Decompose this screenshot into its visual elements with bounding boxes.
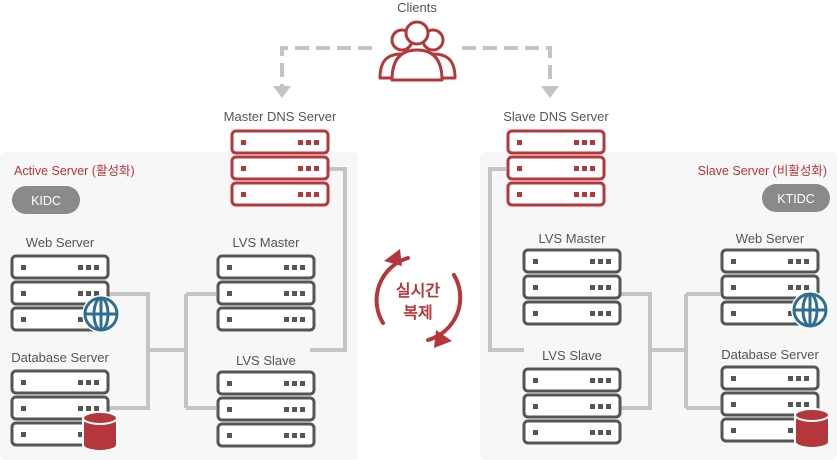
master-dns-server-icon xyxy=(230,129,330,207)
standby-db-server-label: Database Server xyxy=(721,347,819,362)
arrow-to-slave-dns xyxy=(541,86,559,98)
standby-idc-badge xyxy=(762,184,830,212)
active-server-title: Active Server (활성화) xyxy=(14,164,135,178)
clients-icon xyxy=(378,20,457,82)
database-icon xyxy=(82,411,118,452)
slave-dns-label: Slave DNS Server xyxy=(503,109,609,124)
clients-label: Clients xyxy=(397,0,437,15)
standby-lvs-master-icon xyxy=(522,248,622,326)
sync-text-line1: 실시간 xyxy=(396,281,440,300)
active-idc-badge xyxy=(12,186,80,214)
active-web-server-label: Web Server xyxy=(26,235,95,250)
globe-icon xyxy=(789,289,831,331)
active-lvs-slave-icon xyxy=(216,370,316,448)
arrow-to-master-dns xyxy=(273,86,291,98)
standby-server-title: Slave Server (비활성화) xyxy=(698,164,827,178)
connectors xyxy=(108,167,720,410)
globe-icon xyxy=(80,293,122,335)
slave-dns-server-icon xyxy=(506,129,606,207)
standby-web-server-label: Web Server xyxy=(736,231,805,246)
active-lvs-slave-label: LVS Slave xyxy=(236,353,296,368)
standby-lvs-slave-icon xyxy=(522,367,622,445)
sync-arrow-top xyxy=(384,249,402,266)
standby-idc-label: KTIDC xyxy=(777,192,815,206)
active-lvs-master-label: LVS Master xyxy=(233,235,301,250)
active-db-server-label: Database Server xyxy=(11,350,109,365)
active-idc-label: KIDC xyxy=(31,194,61,208)
active-lvs-master-icon xyxy=(216,254,316,332)
database-icon xyxy=(794,408,830,449)
standby-lvs-master-label: LVS Master xyxy=(539,231,607,246)
client-dns-connectors xyxy=(280,46,552,88)
sync-arrow-bottom xyxy=(434,330,452,348)
standby-lvs-slave-label: LVS Slave xyxy=(542,348,602,363)
sync-text-line2: 복제 xyxy=(403,303,432,322)
master-dns-label: Master DNS Server xyxy=(224,109,337,124)
